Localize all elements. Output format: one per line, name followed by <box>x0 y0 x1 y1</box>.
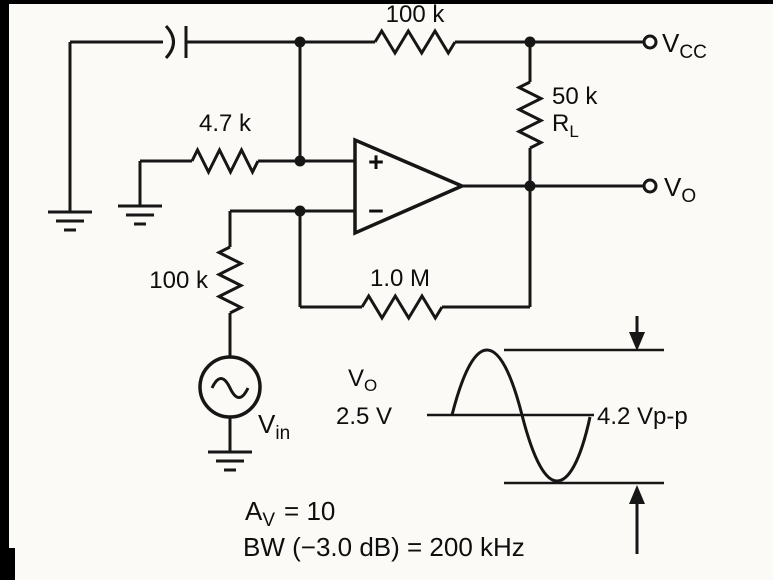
ground-symbol-left <box>48 210 92 232</box>
waveform-signal-label: VO <box>348 365 377 395</box>
waveform-dc-level-label: 2.5 V <box>336 403 392 430</box>
opamp: + − <box>353 137 467 236</box>
down-arrow-icon <box>629 316 645 351</box>
waveform-pp-label: 4.2 Vp-p <box>597 403 688 430</box>
sine-symbol-icon <box>210 377 250 399</box>
waveform-sine <box>450 348 592 483</box>
label-feedback-resistor: 1.0 M <box>370 265 430 292</box>
label-load-resistor-ref: RL <box>552 110 579 141</box>
resistor-4.7k-noninverting <box>190 146 260 176</box>
label-load-resistor-value: 50 k <box>552 83 598 110</box>
up-arrow-icon <box>629 485 645 554</box>
label-vcc-terminal: VCC <box>662 28 707 63</box>
resistor-1.0m-feedback <box>360 293 444 321</box>
label-source-resistor: 100 k <box>149 267 209 294</box>
gain-note: AV= 10 <box>245 496 335 531</box>
junction-dot <box>524 180 536 192</box>
vin-source <box>198 355 262 419</box>
bandwidth-note: BW (−3.0 dB) = 200 kHz <box>243 532 525 562</box>
label-top-resistor: 100 k <box>386 1 446 28</box>
opamp-plus-sign: + <box>368 147 384 177</box>
junction-dot <box>294 155 306 167</box>
vcc-terminal-circle <box>642 34 658 50</box>
scan-edge-left <box>0 0 9 580</box>
label-vout-terminal: VO <box>664 172 696 207</box>
ground-symbol-input <box>118 204 162 226</box>
resistor-50k-load <box>515 80 545 150</box>
wires <box>68 40 644 452</box>
scan-blot-bottom-left <box>0 548 15 580</box>
coupling-capacitor <box>164 24 188 60</box>
junction-dot <box>294 205 306 217</box>
vout-terminal-circle <box>642 178 658 194</box>
ground-symbol-source <box>208 450 252 472</box>
label-vin-source: Vin <box>258 409 290 444</box>
scan-edge-top <box>0 0 773 4</box>
opamp-minus-sign: − <box>368 196 384 226</box>
label-noninverting-resistor: 4.7 k <box>199 110 252 137</box>
output-waveform: VO 2.5 V 4.2 Vp-p <box>336 316 688 554</box>
junction-dot <box>524 36 536 48</box>
resistor-100k-source <box>215 245 245 315</box>
junction-dot <box>294 36 306 48</box>
resistor-100k-top <box>373 28 457 56</box>
junction-dots <box>294 36 536 217</box>
